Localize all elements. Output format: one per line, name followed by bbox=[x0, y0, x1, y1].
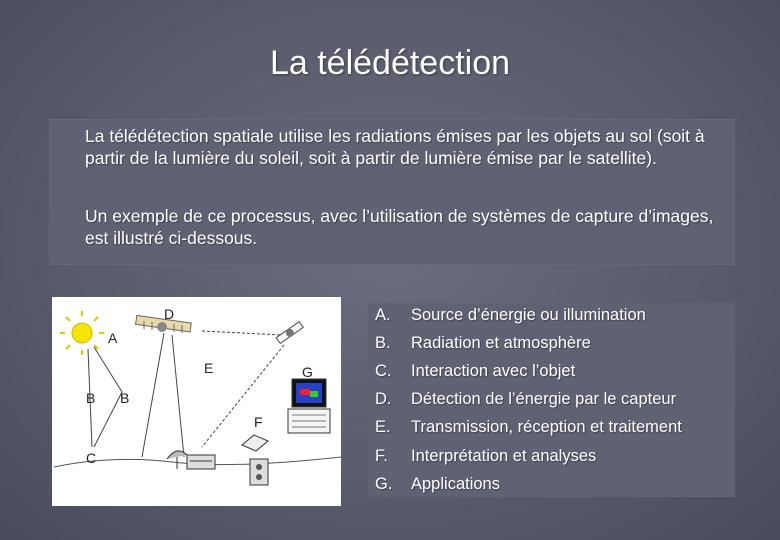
intro-paragraph-2: Un exemple de ce processus, avec l’utili… bbox=[85, 206, 714, 248]
legend-letter: G. bbox=[375, 475, 393, 493]
sun-icon bbox=[60, 311, 104, 355]
legend-letter: A. bbox=[375, 306, 391, 324]
legend-item: A. Source d’énergie ou illumination bbox=[375, 306, 646, 328]
legend-item: B. Radiation et atmosphère bbox=[375, 334, 591, 356]
legend-letter: B. bbox=[375, 334, 391, 352]
label-b-2: B bbox=[120, 390, 129, 406]
diagram-svg: A B B C D E F G bbox=[53, 306, 342, 486]
label-b-1: B bbox=[86, 390, 95, 406]
legend-item: G. Applications bbox=[375, 475, 500, 497]
intro-box: La télédétection spatiale utilise les ra… bbox=[49, 119, 735, 265]
label-c: C bbox=[86, 450, 96, 466]
analysis-icon bbox=[241, 434, 269, 486]
label-d: D bbox=[164, 306, 174, 322]
relay-satellite-icon bbox=[275, 320, 304, 345]
legend-letter: E. bbox=[375, 418, 391, 436]
legend-letter: C. bbox=[375, 362, 392, 380]
legend-item: E. Transmission, réception et traitement bbox=[375, 418, 682, 440]
legend-box: A. Source d’énergie ou illumination B. Rad… bbox=[368, 303, 735, 497]
legend-text: Radiation et atmosphère bbox=[411, 334, 591, 352]
slide-title: La télédétection bbox=[269, 44, 511, 82]
legend-text: Interprétation et analyses bbox=[411, 447, 597, 465]
ground-station-icon bbox=[166, 450, 216, 470]
legend-item: F. Interprétation et analyses bbox=[375, 447, 596, 469]
satellite-icon bbox=[134, 314, 192, 333]
legend-text: Applications bbox=[411, 475, 500, 493]
label-e: E bbox=[204, 360, 213, 376]
label-a: A bbox=[108, 330, 118, 346]
ground-line bbox=[53, 456, 342, 468]
legend-item: D. Détection de l’énergie par le capteur bbox=[375, 390, 676, 412]
label-f: F bbox=[254, 414, 263, 430]
computer-icon bbox=[287, 378, 331, 434]
legend-item: C. Interaction avec l’objet bbox=[375, 362, 575, 384]
label-g: G bbox=[302, 364, 313, 380]
radiation-rays bbox=[87, 330, 285, 458]
remote-sensing-diagram: A B B C D E F G bbox=[52, 297, 342, 506]
legend-letter: D. bbox=[375, 390, 392, 408]
legend-text: Source d’énergie ou illumination bbox=[411, 306, 646, 324]
legend-letter: F. bbox=[375, 447, 388, 465]
intro-paragraph-1: La télédétection spatiale utilise les ra… bbox=[85, 126, 705, 168]
legend-text: Transmission, réception et traitement bbox=[411, 418, 682, 436]
legend-text: Détection de l’énergie par le capteur bbox=[411, 390, 677, 408]
legend-text: Interaction avec l’objet bbox=[411, 362, 576, 380]
